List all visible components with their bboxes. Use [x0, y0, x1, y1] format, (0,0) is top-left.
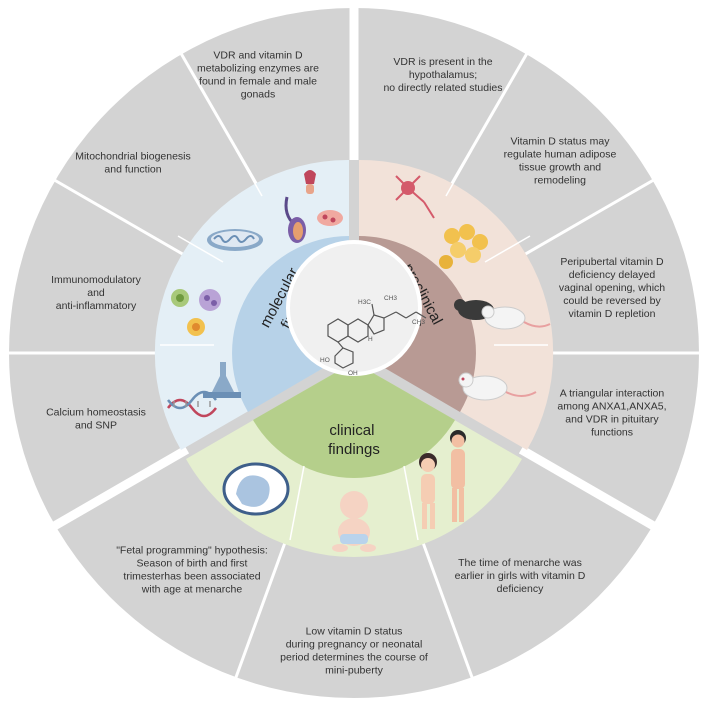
rat-icon — [458, 372, 537, 401]
clinical-label: clinical findings — [328, 422, 380, 458]
immune-cells-icon — [171, 289, 221, 336]
finding-text-clinical: "Fetal programming" hypothesis:Season of… — [116, 545, 268, 596]
infant-icon — [332, 491, 376, 552]
atom-label: HO — [320, 357, 330, 364]
rats-icon — [454, 299, 551, 330]
children-icon — [419, 430, 466, 529]
segment-separator — [49, 176, 188, 258]
neuron-icon — [395, 175, 435, 219]
atom-label: H — [368, 336, 373, 343]
molecule-atom-labels: H3C CH3 CH3 HO OH H — [320, 295, 425, 377]
segment-separator — [449, 48, 531, 187]
segment-separator — [518, 445, 661, 533]
gonads-icon — [284, 170, 343, 243]
clinical-band — [253, 362, 455, 478]
segment-separator — [177, 48, 259, 187]
fetus-icon — [222, 462, 290, 516]
segment-separators — [3, 2, 702, 684]
flask-icon — [203, 362, 241, 398]
segment-separator — [47, 445, 190, 533]
atom-label: CH3 — [384, 295, 397, 302]
atom-label: OH — [348, 370, 358, 377]
atom-label: CH3 — [412, 319, 425, 326]
atom-label: H3C — [358, 299, 371, 306]
adipose-tissue-icon — [439, 224, 488, 269]
segment-separator — [520, 176, 659, 258]
segment-separator — [232, 533, 290, 684]
segment-separator — [418, 533, 476, 684]
inner-dividers — [160, 149, 548, 541]
vitamin-d-molecule-icon — [327, 303, 427, 369]
center-circle — [286, 240, 422, 376]
mitochondrion-icon — [207, 229, 263, 251]
